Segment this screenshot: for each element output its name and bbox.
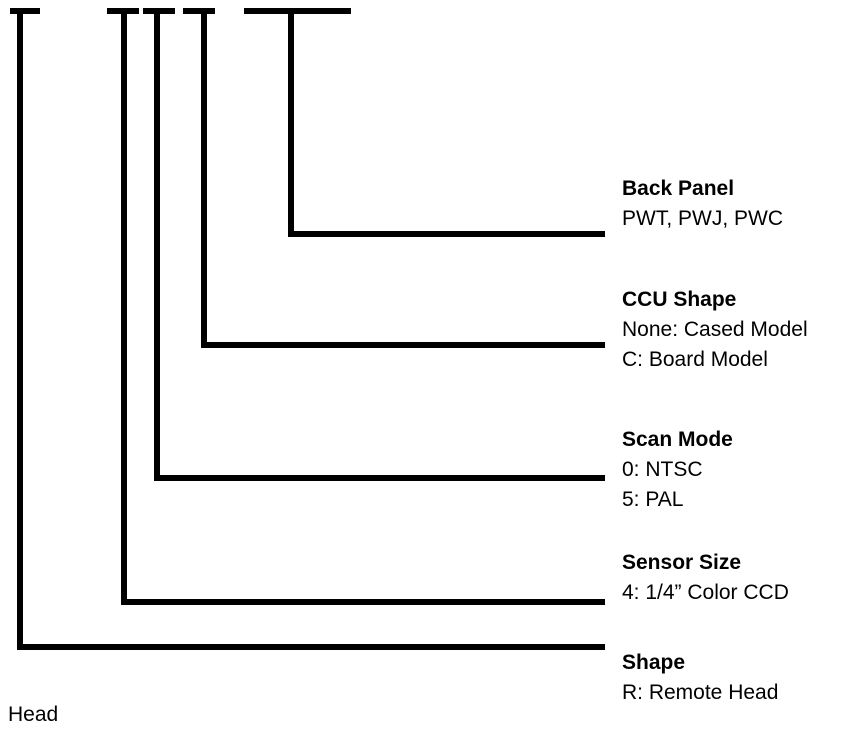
code-bar-ccu-shape [183,8,215,14]
sensor-size-option: 4: 1/4” Color CCD [622,581,789,604]
scan-mode-option-ntsc: 0: NTSC [622,458,703,481]
code-bar-back-panel [244,8,351,14]
partial-head-text: Head [8,703,59,726]
shape-label: Shape R: Remote Head [622,648,778,708]
code-bar-shape [10,8,40,14]
leader-horizontal-scan-mode [154,475,605,481]
scan-mode-title: Scan Mode [622,428,733,451]
back-panel-label: Back Panel PWT, PWJ, PWC [622,174,783,234]
ccu-shape-label: CCU Shape None: Cased Model C: Board Mod… [622,285,808,375]
ccu-shape-option-cased: None: Cased Model [622,318,808,341]
leader-vertical-ccu-shape [201,8,207,347]
scan-mode-option-pal: 5: PAL [622,488,684,511]
back-panel-option: PWT, PWJ, PWC [622,207,783,230]
leader-vertical-scan-mode [154,8,160,481]
shape-title: Shape [622,651,686,674]
sensor-size-label: Sensor Size 4: 1/4” Color CCD [622,548,789,608]
leader-horizontal-shape [17,644,605,650]
leader-vertical-sensor-size [121,8,127,603]
scan-mode-label: Scan Mode 0: NTSC 5: PAL [622,425,733,515]
ccu-shape-option-board: C: Board Model [622,348,768,371]
leader-horizontal-sensor-size [121,599,605,605]
shape-option: R: Remote Head [622,681,779,704]
ccu-shape-title: CCU Shape [622,288,737,311]
sensor-size-title: Sensor Size [622,551,742,574]
leader-horizontal-back-panel [288,231,605,237]
leader-vertical-shape [17,8,23,644]
back-panel-title: Back Panel [622,177,735,200]
leader-vertical-back-panel [288,8,294,237]
leader-horizontal-ccu-shape [201,342,605,348]
